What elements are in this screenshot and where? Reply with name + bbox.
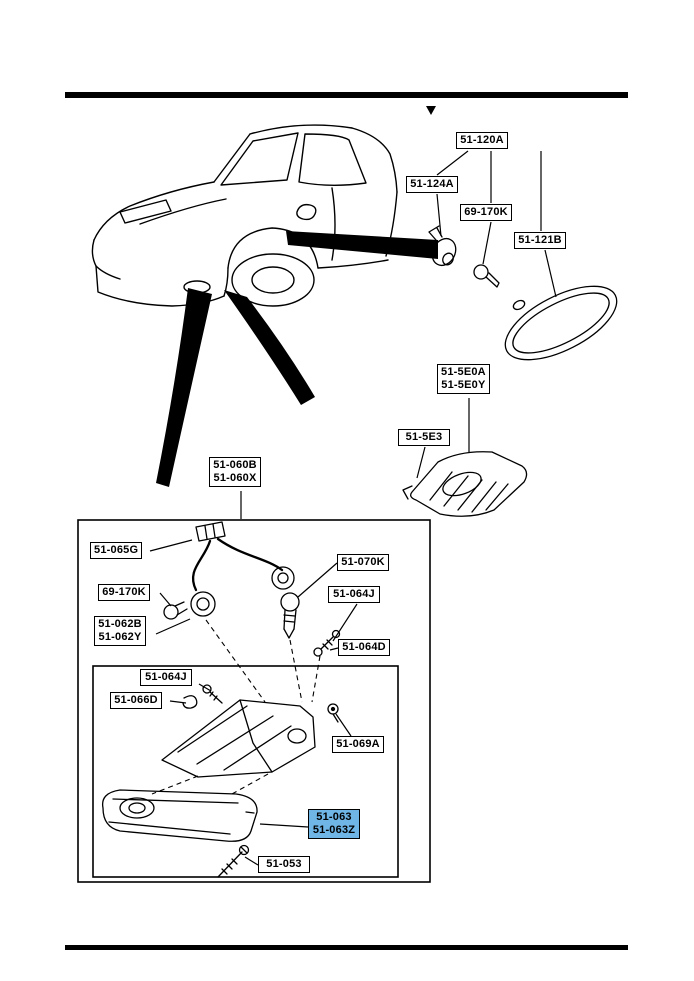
part-number: 51-066D bbox=[114, 694, 158, 706]
part-label-51-064D[interactable]: 51-064D bbox=[338, 639, 390, 656]
part-number: 51-064D bbox=[342, 641, 386, 653]
part-number: 51-063Z bbox=[312, 824, 356, 836]
part-label-51-062B-51-062Y[interactable]: 51-062B 51-062Y bbox=[94, 616, 146, 646]
car-sketch bbox=[91, 124, 398, 307]
bulb-drawing-small bbox=[163, 601, 188, 620]
part-number: 51-062B bbox=[98, 618, 142, 630]
side-repeater-parts bbox=[402, 451, 528, 517]
part-number: 51-060X bbox=[213, 472, 257, 484]
part-number: 51-5E3 bbox=[405, 431, 443, 443]
wiring-harness-drawing bbox=[190, 521, 295, 617]
part-number: 51-5E0A bbox=[441, 366, 486, 378]
front-turn-lamp-parts bbox=[101, 521, 341, 878]
registration-mark bbox=[426, 106, 436, 115]
side-mirror bbox=[296, 203, 317, 221]
side-repeater-lens bbox=[410, 451, 528, 517]
bulb-socket-2 bbox=[271, 566, 295, 590]
part-number: 51-063 bbox=[316, 811, 352, 823]
grommet-drawing bbox=[327, 703, 339, 723]
lamp-lens-drawing bbox=[101, 789, 258, 842]
bulb-drawing-top bbox=[473, 264, 500, 288]
top-rule bbox=[65, 92, 628, 98]
bottom-rule bbox=[65, 945, 628, 950]
part-label-51-064J-right[interactable]: 51-064J bbox=[328, 586, 380, 603]
part-label-51-121B[interactable]: 51-121B bbox=[514, 232, 566, 249]
part-label-51-070K[interactable]: 51-070K bbox=[337, 554, 389, 571]
part-label-69-170K-lamp[interactable]: 69-170K bbox=[98, 584, 150, 601]
bulb-drawing-070K bbox=[280, 592, 300, 639]
part-label-51-069A[interactable]: 51-069A bbox=[332, 736, 384, 753]
part-number: 51-064J bbox=[333, 588, 375, 600]
pointer-arrows bbox=[156, 231, 438, 487]
screw-drawing-left bbox=[202, 684, 223, 704]
part-label-51-060B-51-060X[interactable]: 51-060B 51-060X bbox=[209, 457, 261, 487]
arrow-to-front-lamp bbox=[156, 288, 212, 487]
part-number: 51-124A bbox=[410, 178, 454, 190]
assembly-box-inner bbox=[92, 665, 399, 878]
bulb-socket-1 bbox=[190, 591, 216, 617]
part-number: 51-053 bbox=[266, 858, 302, 870]
part-number: 69-170K bbox=[102, 586, 146, 598]
wheel-arch bbox=[227, 227, 319, 269]
side-window bbox=[298, 133, 367, 186]
part-label-51-120A[interactable]: 51-120A bbox=[456, 132, 508, 149]
part-label-51-5E0A-51-5E0Y[interactable]: 51-5E0A 51-5E0Y bbox=[437, 364, 490, 394]
windshield bbox=[220, 132, 299, 186]
clip-drawing bbox=[182, 695, 198, 709]
part-number: 69-170K bbox=[464, 206, 508, 218]
part-number: 51-070K bbox=[341, 556, 385, 568]
part-label-51-064J-left[interactable]: 51-064J bbox=[140, 669, 192, 686]
dashed-leader-lines bbox=[151, 619, 321, 795]
part-number: 51-060B bbox=[213, 459, 257, 471]
lamp-housing-drawing bbox=[161, 699, 316, 778]
screw-drawing-right bbox=[313, 629, 341, 657]
part-number: 51-062Y bbox=[98, 631, 142, 643]
part-number: 51-064J bbox=[145, 671, 187, 683]
part-label-51-5E3[interactable]: 51-5E3 bbox=[398, 429, 450, 446]
side-repeater-bracket bbox=[402, 485, 413, 500]
part-label-51-124A[interactable]: 51-124A bbox=[406, 176, 458, 193]
part-number: 51-121B bbox=[518, 234, 562, 246]
connector-lines bbox=[149, 150, 557, 866]
side-marker-lens-drawing bbox=[504, 285, 618, 361]
part-label-51-053[interactable]: 51-053 bbox=[258, 856, 310, 873]
part-number: 51-5E0Y bbox=[441, 379, 486, 391]
part-number: 51-065G bbox=[94, 544, 139, 556]
part-label-51-063-51-063Z-highlighted[interactable]: 51-063 51-063Z bbox=[308, 809, 360, 839]
assembly-box-outer bbox=[77, 519, 431, 883]
part-label-51-066D[interactable]: 51-066D bbox=[110, 692, 162, 709]
part-label-69-170K-upper[interactable]: 69-170K bbox=[460, 204, 512, 221]
front-wheel bbox=[231, 253, 315, 307]
screw-drawing-053 bbox=[217, 844, 250, 878]
arrow-to-side-marker bbox=[286, 231, 438, 259]
part-label-51-065G[interactable]: 51-065G bbox=[90, 542, 143, 559]
part-number: 51-069A bbox=[336, 738, 380, 750]
arrow-to-side-repeater bbox=[224, 290, 315, 405]
side-marker-parts bbox=[428, 225, 618, 361]
part-number: 51-120A bbox=[460, 134, 504, 146]
headlight-popup bbox=[119, 199, 172, 224]
